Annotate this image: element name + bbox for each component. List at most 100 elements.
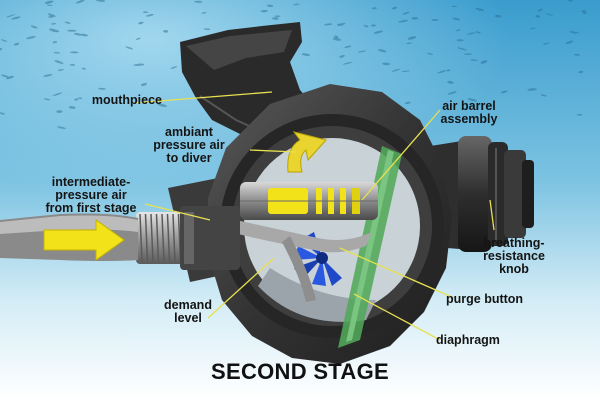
fish-mark — [51, 29, 60, 33]
fish-mark — [447, 80, 454, 84]
fish-mark — [475, 31, 481, 34]
ambient-arrow — [287, 131, 327, 173]
fish-mark — [342, 62, 353, 65]
fish-mark — [74, 98, 79, 101]
diaphragm-label: diaphragm — [436, 333, 500, 347]
fish-mark — [201, 11, 207, 14]
fish-mark — [357, 50, 366, 53]
fish-mark — [260, 9, 268, 13]
intermediate-pressure-label: intermediate- pressure air from first st… — [45, 175, 137, 215]
fish-mark — [43, 74, 53, 77]
thread-mark — [139, 213, 143, 263]
air-barrel-part — [240, 182, 378, 220]
thread-mark — [172, 213, 176, 263]
fish-mark — [537, 8, 543, 12]
inlet-fitting — [136, 206, 240, 270]
fish-mark — [398, 19, 409, 23]
fish-mark — [26, 35, 36, 40]
fish-mark — [545, 13, 554, 16]
fish-mark — [11, 16, 21, 20]
fish-mark — [51, 23, 56, 25]
thread-mark — [155, 213, 160, 263]
fish-mark — [292, 3, 300, 6]
fish-mark — [267, 4, 274, 7]
fish-mark — [163, 29, 169, 33]
fish-mark — [145, 13, 154, 17]
fish-mark — [56, 110, 63, 113]
inflow-arrow — [43, 219, 125, 261]
fish-mark — [135, 37, 141, 40]
fish-mark — [382, 62, 390, 66]
ambient-pressure-label: ambiant pressure air to diver — [153, 125, 225, 165]
fish-mark — [446, 69, 451, 72]
fish-mark — [0, 48, 3, 51]
fish-mark — [411, 17, 419, 20]
fish-mark — [447, 91, 457, 95]
purge-button-label: purge button — [446, 292, 524, 306]
fish-mark — [274, 15, 281, 18]
fish-mark — [332, 37, 342, 41]
fish-mark — [404, 101, 411, 105]
fish-mark — [43, 98, 51, 101]
fish-mark — [574, 53, 580, 56]
fish-mark — [542, 42, 550, 45]
fish-mark — [133, 64, 139, 66]
fish-mark — [391, 68, 401, 72]
fish-mark — [1, 39, 8, 42]
fish-mark — [578, 70, 584, 74]
fish-mark — [95, 0, 106, 2]
fish-mark — [451, 5, 458, 8]
fish-mark — [44, 0, 54, 4]
fish-mark — [6, 14, 16, 18]
fish-mark — [344, 45, 352, 48]
fish-mark — [402, 11, 410, 15]
fish-mark — [466, 32, 477, 35]
fish-mark — [125, 46, 134, 50]
fish-mark — [70, 51, 79, 54]
fish-mark — [370, 24, 376, 27]
fish-mark — [567, 0, 573, 2]
air-barrel-label: air barrel assembly — [440, 99, 498, 126]
fish-mark — [64, 21, 71, 24]
fish-mark — [81, 67, 86, 70]
demand-lever-part — [236, 220, 372, 253]
demand-lever-label: demand level — [164, 298, 212, 325]
fish-mark — [56, 126, 66, 129]
fish-mark — [540, 94, 547, 97]
fish-mark — [377, 49, 387, 53]
fish-mark — [170, 66, 178, 69]
fish-mark — [53, 52, 61, 54]
fish-mark — [582, 11, 587, 15]
fish-mark — [30, 25, 38, 29]
fish-mark — [52, 41, 58, 44]
fish-mark — [530, 27, 536, 30]
fish-mark — [407, 36, 417, 40]
leader-lines — [133, 91, 495, 341]
fish-mark — [68, 106, 76, 109]
fish-mark — [500, 90, 508, 94]
fish-mark — [401, 70, 411, 72]
breathing-knob-label: breathing- resistance knob — [483, 236, 545, 276]
thread-mark — [150, 213, 154, 263]
fish-mark — [80, 33, 89, 37]
fish-mark — [194, 0, 203, 3]
fish-mark — [323, 23, 333, 26]
fish-mark — [52, 92, 63, 96]
fish-mark — [565, 40, 574, 45]
fish-mark — [467, 98, 478, 102]
fish-mark — [157, 103, 167, 107]
fish-mark — [138, 21, 144, 25]
fish-mark — [78, 97, 83, 100]
fish-mark — [98, 87, 106, 90]
fish-mark — [13, 42, 20, 46]
fish-mark — [46, 4, 53, 6]
fish-mark — [475, 7, 485, 12]
fish-mark — [272, 17, 279, 20]
fish-mark — [391, 6, 398, 10]
fish-mark — [406, 42, 412, 45]
fish-mark — [73, 32, 83, 36]
fish-mark — [576, 113, 583, 116]
fish-mark — [437, 70, 447, 74]
